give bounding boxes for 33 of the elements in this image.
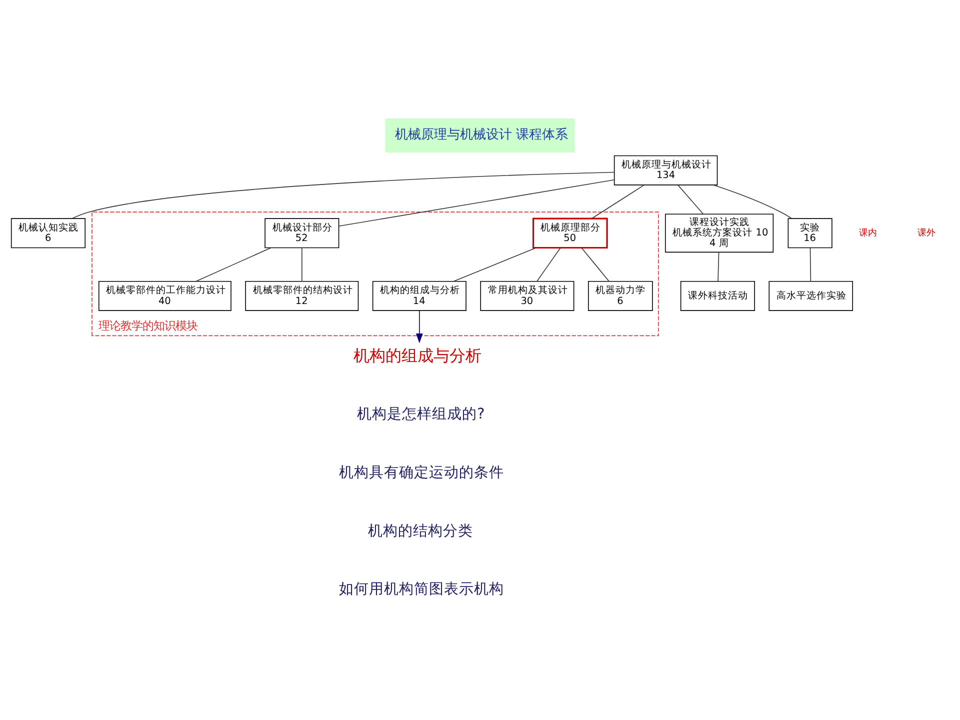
connector <box>72 172 615 219</box>
connector <box>718 252 720 282</box>
label: 课内 <box>859 228 878 238</box>
node-box: 机械原理部分 50 <box>532 218 608 249</box>
node-box: 机械设计部分 52 <box>264 218 340 248</box>
diagram-title: 机械原理与机械设计 课程体系 <box>394 128 568 143</box>
label: 机构的结构分类 <box>368 522 473 540</box>
label: 机构具有确定运动的条件 <box>338 464 504 482</box>
arrow <box>416 310 423 344</box>
label: 机构是怎样组成的? <box>357 406 485 423</box>
node-box: 课外科技活动 <box>680 280 755 311</box>
connector <box>196 247 272 282</box>
label: 如何用机构简图表示机构 <box>338 580 504 598</box>
node-box: 机器动力学 6 <box>588 280 653 311</box>
node-box: 高水平选作实验 <box>768 280 854 311</box>
label: 课外 <box>917 228 936 238</box>
node-box: 机械零部件的工作能力设计 40 <box>98 280 232 311</box>
connector <box>453 247 536 282</box>
node-box: 机构的组成与分析 14 <box>372 280 466 311</box>
node-box: 常用机构及其设计 30 <box>480 280 574 311</box>
connector <box>678 184 704 215</box>
connector <box>810 247 812 282</box>
node-box: 机械零部件的结构设计 12 <box>245 280 359 311</box>
connector <box>536 247 561 282</box>
node-box: 机械认知实践 6 <box>10 218 86 248</box>
connector <box>591 184 644 219</box>
node-box: 实验 16 <box>788 218 832 248</box>
connector <box>338 179 614 227</box>
node-text: 机构的组成与分析 <box>353 346 482 365</box>
node-box: 机械原理与机械设计 134 <box>614 155 718 186</box>
connector <box>713 184 792 219</box>
node-box: 课程设计实践 机械系统方案设计 10 4 周 <box>664 214 774 253</box>
connector <box>581 247 610 282</box>
